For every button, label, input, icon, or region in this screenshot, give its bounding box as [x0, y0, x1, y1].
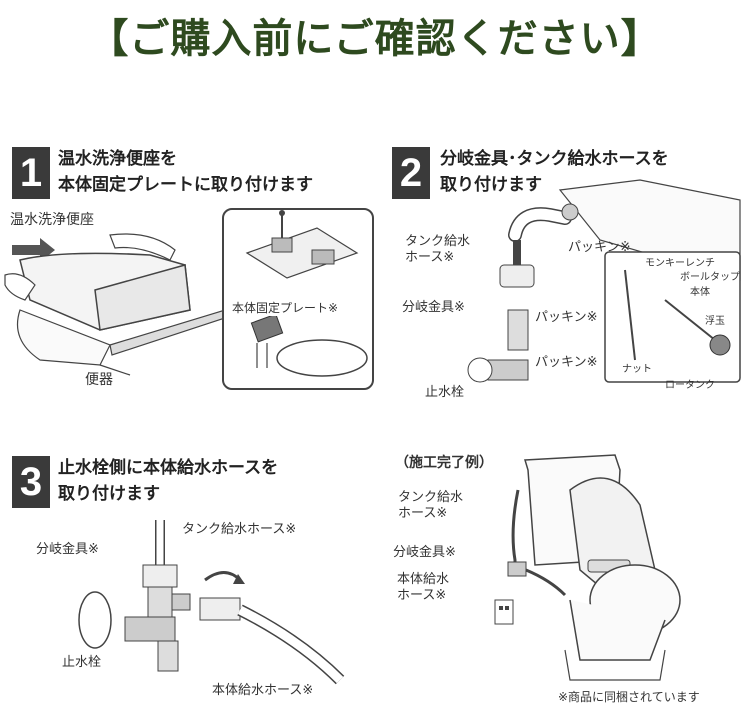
step-1-number: 1: [12, 147, 50, 199]
step-1-title-line1: 温水洗浄便座を: [58, 149, 177, 169]
example-label-tank-hose: タンク給水 ホース※: [398, 490, 464, 521]
inset-float: 浮玉: [705, 316, 725, 327]
label-tank-hose-3: タンク給水ホース※: [182, 522, 297, 537]
label-seat: 温水洗浄便座: [10, 212, 94, 228]
label-branch-3: 分岐金具※: [36, 542, 99, 557]
inset-body: 本体: [690, 287, 710, 298]
inset-low-tank: ロータンク: [665, 380, 715, 391]
step-3-title-line2: 取り付けます: [58, 484, 160, 504]
label-branch: 分岐金具※: [402, 300, 465, 315]
label-stopcock-3: 止水栓: [62, 655, 102, 670]
inset-nut: ナット: [622, 364, 652, 375]
step-1-inset-drawing: [245, 210, 368, 377]
example-label-body-hose: 本体給水 ホース※: [397, 572, 450, 603]
label-packing-top: パッキン※: [568, 240, 631, 255]
step-2-title-line1: 分岐金具･タンク給水ホースを: [440, 149, 669, 169]
step-1-title-line2: 本体固定プレートに取り付けます: [58, 175, 313, 195]
example-label-branch: 分岐金具※: [393, 545, 456, 560]
label-plate: 本体固定プレート※: [232, 300, 339, 316]
inset-ball-tap: ボールタップ: [680, 272, 740, 283]
label-packing-low: パッキン※: [535, 355, 598, 370]
step-2-title-line2: 取り付けます: [440, 175, 542, 195]
step-2-number: 2: [392, 147, 430, 199]
step-3-illustration: [78, 520, 345, 685]
step-3-title-line1: 止水栓側に本体給水ホースを: [58, 458, 279, 478]
step-2-illustration: [467, 179, 741, 383]
step-3-number: 3: [12, 456, 50, 508]
label-toilet: 便器: [85, 372, 113, 388]
page-title: 【ご購入前にご確認ください】: [88, 16, 662, 62]
inset-wrench: モンキーレンチ: [645, 258, 715, 269]
step-1-illustration: [4, 233, 226, 376]
bundled-note: ※商品に同梱されています: [558, 690, 700, 704]
label-tank-hose: タンク給水 ホース※: [405, 234, 471, 265]
example-toilet-illustration: [494, 454, 681, 681]
label-body-hose-3: 本体給水ホース※: [212, 683, 314, 698]
label-stopcock: 止水栓: [425, 385, 465, 400]
example-title: （施工完了例）: [395, 455, 493, 471]
label-packing-mid: パッキン※: [535, 310, 598, 325]
